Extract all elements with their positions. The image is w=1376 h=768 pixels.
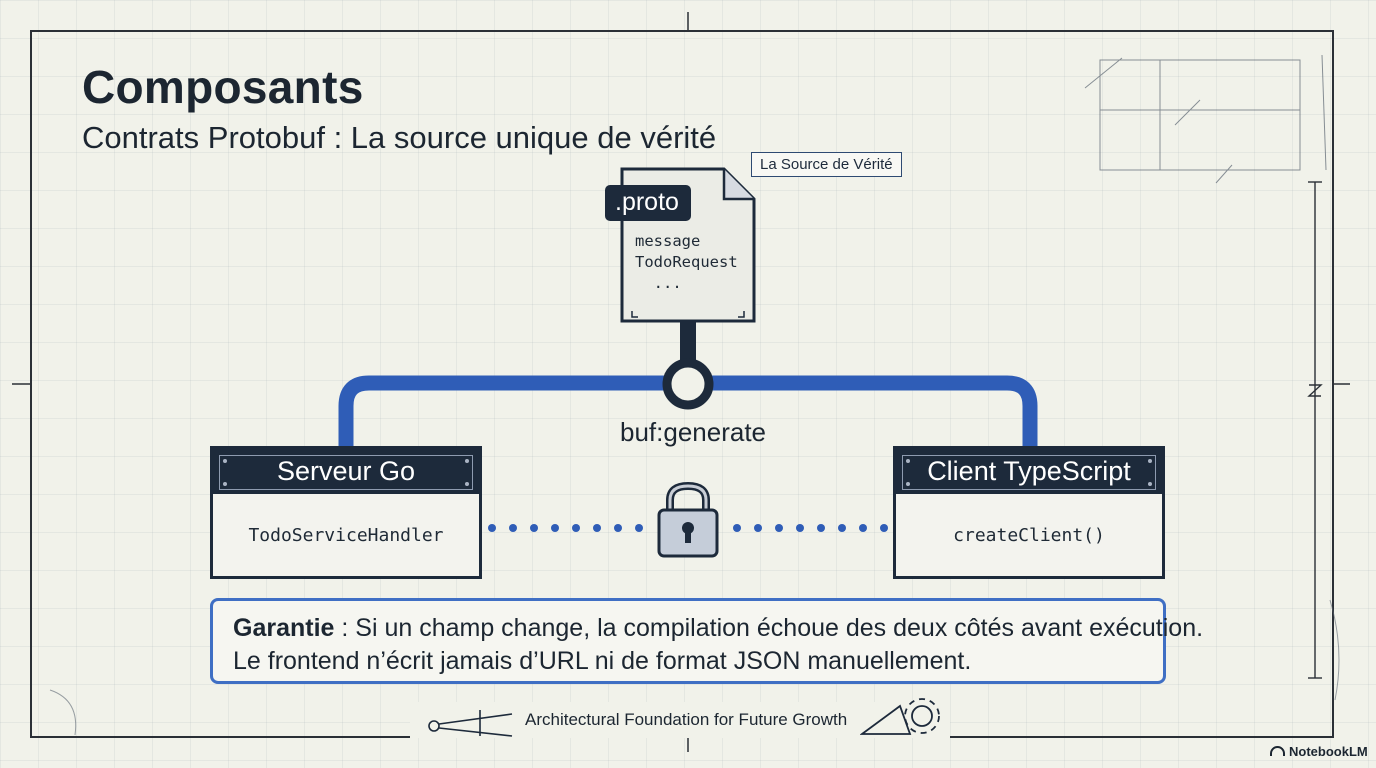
client-typescript-title: Client TypeScript [927,456,1131,486]
gear-icon [860,698,940,735]
source-of-truth-label: La Source de Vérité [751,152,902,177]
guarantee-callout: Garantie : Si un champ change, la compil… [210,598,1203,684]
server-go-header: Serveur Go [213,449,479,494]
client-typescript-box: Client TypeScript createClient() [893,446,1165,579]
guarantee-line-1: : Si un champ change, la compilation éch… [334,614,1204,642]
guarantee-text: Garantie : Si un champ change, la compil… [233,612,1203,678]
compass-icon [428,710,513,737]
server-client-dotted-link [488,524,888,532]
buf-generate-label: buf:generate [620,417,767,447]
footer-text: Architectural Foundation for Future Grow… [525,710,848,729]
client-create-client: createClient() [953,525,1105,546]
brand-watermark: NotebookLM [1270,744,1368,759]
lock-icon [657,481,719,558]
client-typescript-header: Client TypeScript [896,449,1162,494]
notebooklm-logo-icon [1270,746,1285,756]
server-go-handler: TodoServiceHandler [248,525,444,546]
guarantee-line-2: Le frontend n’écrit jamais d’URL ni de f… [233,647,972,675]
footer-banner: Architectural Foundation for Future Grow… [410,698,950,738]
server-go-title: Serveur Go [276,456,416,486]
page-subtitle: Contrats Protobuf : La source unique de … [82,120,717,155]
proto-stem [680,318,696,368]
proto-file-tag: .proto [605,185,691,221]
page-title: Composants [82,61,364,113]
server-go-box: Serveur Go TodoServiceHandler [210,446,482,579]
proto-code-snippet: message TodoRequest ... [635,232,738,292]
generate-node [662,358,714,410]
brand-name: NotebookLM [1289,744,1368,759]
guarantee-label: Garantie [233,614,335,642]
